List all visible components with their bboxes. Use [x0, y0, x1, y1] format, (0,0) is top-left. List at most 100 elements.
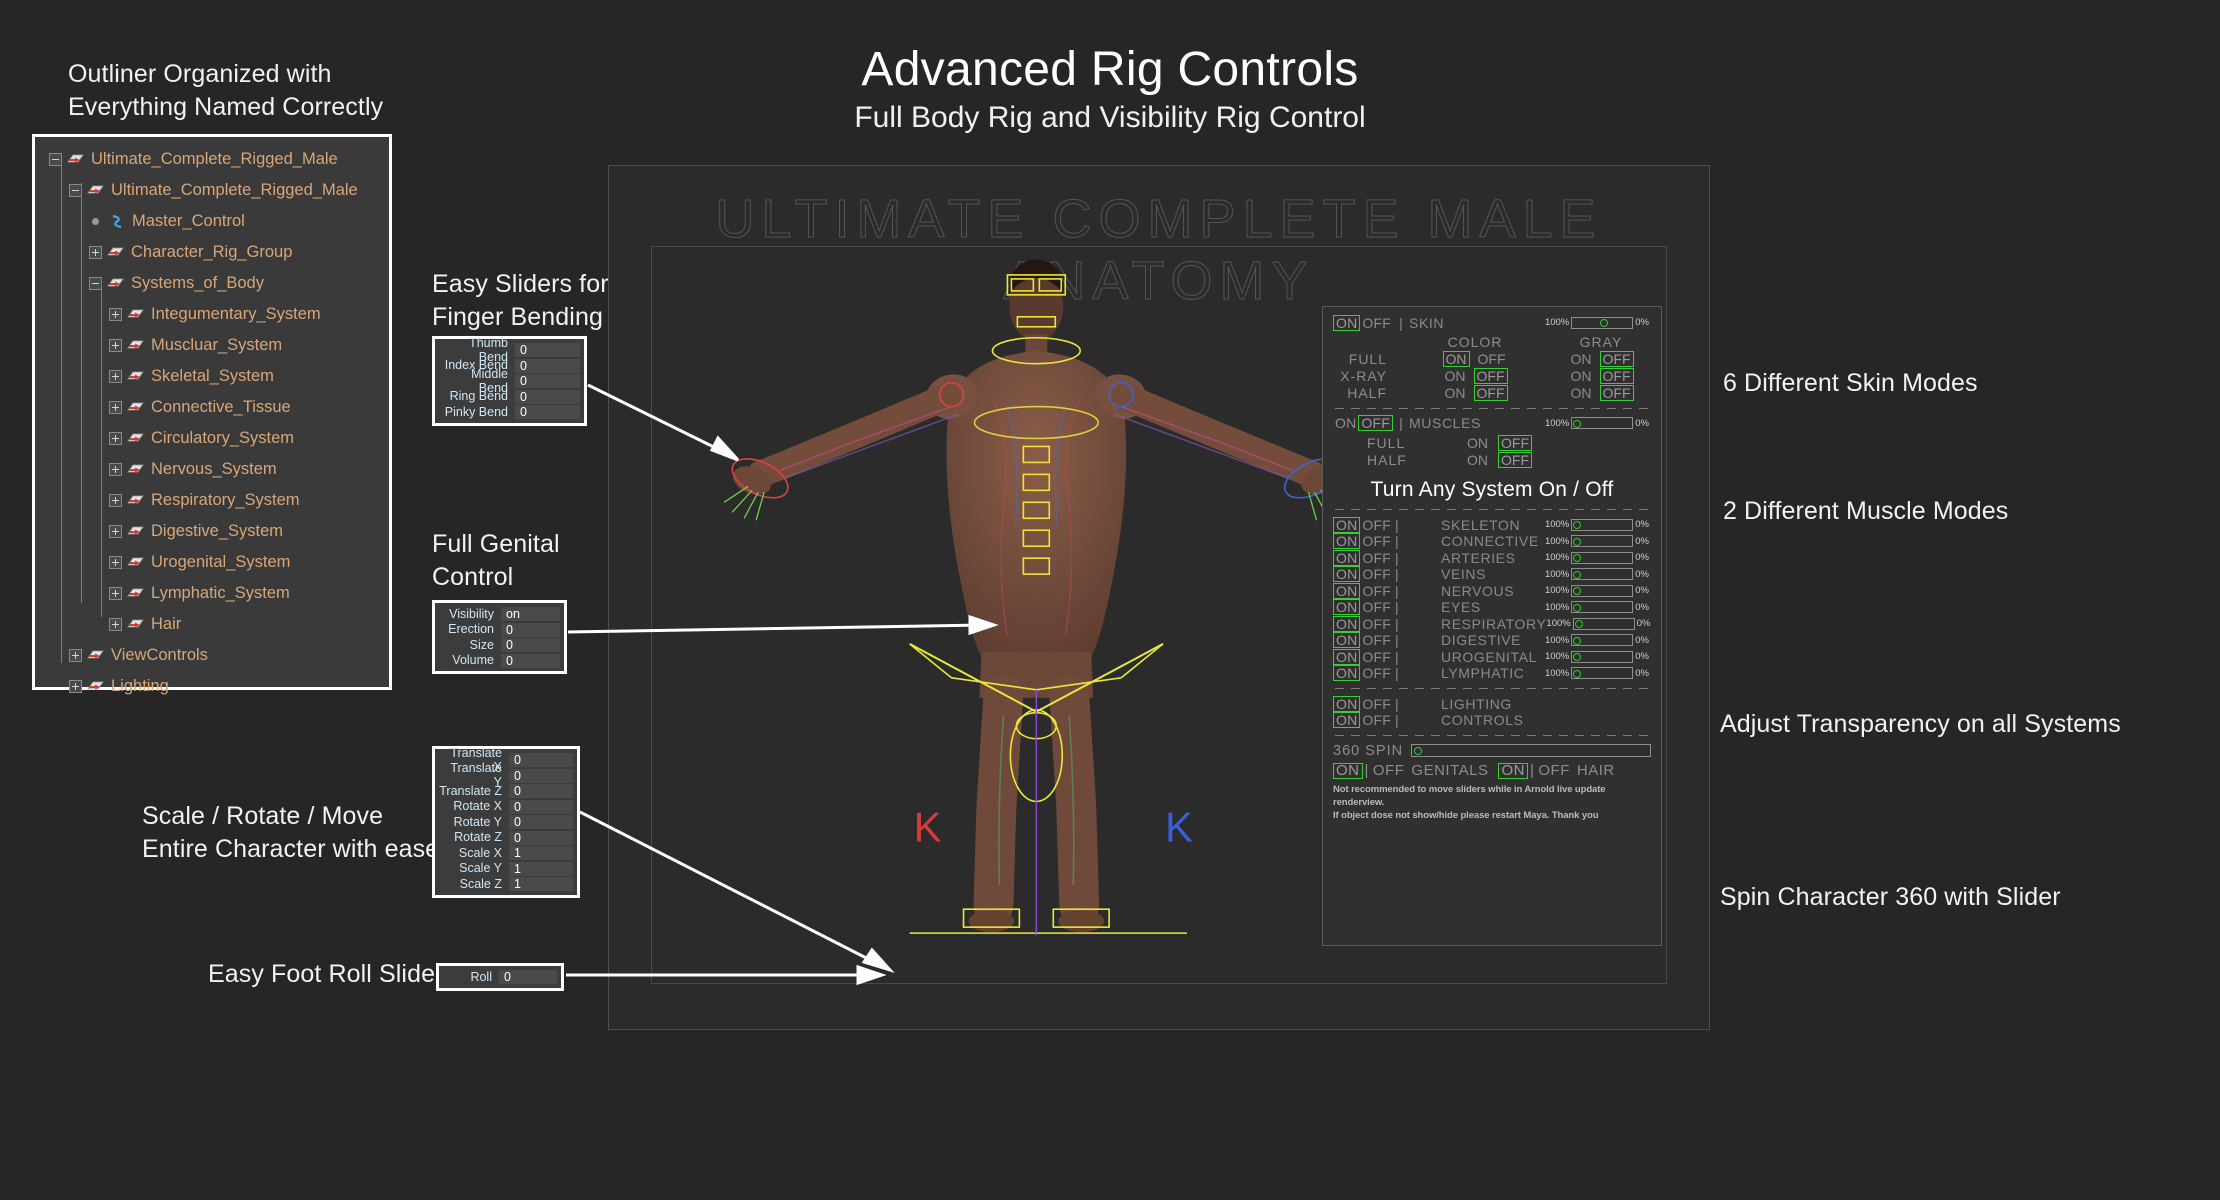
outliner-item-skeletal_system[interactable]: Skeletal_System [39, 361, 385, 392]
genital-value[interactable]: 0 [501, 637, 560, 653]
skin-color-on-button[interactable]: ON [1444, 384, 1466, 401]
system-off-button-respiratory[interactable]: OFF [1362, 615, 1391, 632]
outliner-item-lighting[interactable]: Lighting [39, 671, 385, 702]
genital-value[interactable]: 0 [501, 621, 560, 637]
expand-icon[interactable] [109, 463, 122, 476]
expand-icon[interactable] [109, 401, 122, 414]
muscles-transparency-slider[interactable] [1571, 417, 1634, 430]
genitals-on-button[interactable]: ON [1333, 763, 1363, 780]
system-off-button-eyes[interactable]: OFF [1362, 599, 1391, 616]
system-on-button-lymphatic[interactable]: ON [1333, 665, 1361, 682]
outliner-item-character_rig_group[interactable]: Character_Rig_Group [39, 237, 385, 268]
system-slider-handle-digestive[interactable] [1573, 636, 1582, 645]
muscles-on-button[interactable]: ON [1335, 415, 1357, 432]
extra-off-button-lighting[interactable]: OFF [1362, 695, 1391, 712]
genitals-hair-row[interactable]: ON | OFF GENITALS ON | OFF HAIR [1333, 762, 1651, 780]
spin-slider-handle[interactable] [1414, 746, 1423, 755]
expand-icon[interactable] [89, 246, 102, 259]
outliner-item-connective_tissue[interactable]: Connective_Tissue [39, 392, 385, 423]
system-transparency-slider-skeleton[interactable] [1571, 518, 1634, 531]
outliner-item-viewcontrols[interactable]: ViewControls [39, 640, 385, 671]
muscle-mode-off-button[interactable]: OFF [1498, 452, 1532, 468]
outliner-item-integumentary_system[interactable]: Integumentary_System [39, 299, 385, 330]
transform-value[interactable]: 0 [509, 829, 573, 845]
system-off-button-veins[interactable]: OFF [1362, 566, 1391, 583]
system-transparency-slider-arteries[interactable] [1571, 551, 1634, 564]
extra-off-button-controls[interactable]: OFF [1362, 712, 1391, 729]
finger-bend-value[interactable]: 0 [515, 404, 580, 420]
skin-on-button[interactable]: ON [1333, 314, 1361, 331]
skin-color-off-button[interactable]: OFF [1477, 350, 1506, 367]
skin-gray-off-button[interactable]: OFF [1599, 384, 1634, 401]
outliner-item-muscluar_system[interactable]: Muscluar_System [39, 330, 385, 361]
expand-icon[interactable] [109, 339, 122, 352]
system-transparency-slider-respiratory[interactable] [1572, 617, 1635, 630]
foot-roll-value[interactable]: 0 [499, 969, 557, 985]
spin-row[interactable]: 360 SPIN [1333, 743, 1651, 759]
transform-value[interactable]: 1 [509, 876, 573, 892]
system-off-button-arteries[interactable]: OFF [1362, 549, 1391, 566]
muscle-mode-off-button[interactable]: OFF [1498, 435, 1532, 451]
outliner-item-digestive_system[interactable]: Digestive_System [39, 516, 385, 547]
finger-bend-value[interactable]: 0 [515, 342, 580, 358]
genitals-off-button[interactable]: OFF [1372, 762, 1405, 780]
system-off-button-lymphatic[interactable]: OFF [1362, 665, 1391, 682]
transform-value[interactable]: 0 [509, 783, 573, 799]
transform-value[interactable]: 0 [509, 767, 573, 783]
system-off-button-skeleton[interactable]: OFF [1362, 516, 1391, 533]
expand-icon[interactable] [69, 649, 82, 662]
system-slider-handle-arteries[interactable] [1573, 554, 1582, 563]
finger-bend-value[interactable]: 0 [515, 388, 580, 404]
outliner-item-respiratory_system[interactable]: Respiratory_System [39, 485, 385, 516]
outliner-item-circulatory_system[interactable]: Circulatory_System [39, 423, 385, 454]
expand-icon[interactable] [109, 308, 122, 321]
expand-icon[interactable] [109, 587, 122, 600]
system-on-button-respiratory[interactable]: ON [1333, 615, 1361, 632]
system-transparency-slider-nervous[interactable] [1571, 584, 1634, 597]
system-on-button-nervous[interactable]: ON [1333, 582, 1361, 599]
system-off-button-connective[interactable]: OFF [1362, 533, 1391, 550]
outliner-item-nervous_system[interactable]: Nervous_System [39, 454, 385, 485]
